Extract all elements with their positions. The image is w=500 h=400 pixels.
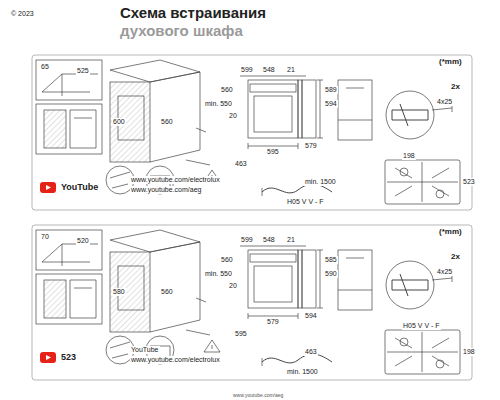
dimension-label: min. 550 (204, 100, 233, 108)
dimension-label: (*mm) (438, 228, 463, 236)
dimension-label: 595 (266, 148, 280, 156)
dimension-label: 548 (262, 236, 276, 244)
dimension-label: min. 1500 (286, 368, 319, 376)
dimension-label: 198 (402, 152, 416, 160)
dimension-label: 20 (228, 112, 238, 120)
dimension-label: 4x25 (436, 268, 453, 276)
dimension-label: 4x25 (436, 98, 453, 106)
dimension-label: 600 (112, 118, 126, 126)
dimension-label: (*mm) (438, 58, 463, 66)
dimension-label: www.youtube.com/aeg (130, 186, 202, 194)
dimension-label: 599 (240, 236, 254, 244)
dimension-label: 560 (220, 256, 234, 264)
dimension-label: 579 (266, 318, 280, 326)
dimension-label: 560 (160, 288, 174, 296)
dimension-label: 70 (40, 233, 50, 241)
dimension-label: 590 (324, 270, 338, 278)
dimension-label: 20 (228, 282, 238, 290)
dimension-label: 21 (286, 66, 296, 74)
dimension-label: 65 (40, 63, 50, 71)
dimension-label: 560 (160, 118, 174, 126)
copyright-note: www.youtube.com/aeg (232, 391, 284, 399)
dimension-label: 525 (76, 67, 90, 75)
dimension-label: 520 (76, 237, 90, 245)
dimension-label: 2x (450, 253, 461, 261)
dimension-label: min. 550 (204, 270, 233, 278)
dimension-label: 580 (112, 288, 126, 296)
dimension-label: H05 V V - F (402, 322, 441, 330)
dimension-label: 594 (304, 312, 318, 320)
logo-text: 523 (60, 352, 77, 362)
dimension-label: 463 (304, 348, 318, 356)
dimension-label: min. 1500 (304, 178, 337, 186)
dimension-label: 21 (286, 236, 296, 244)
dimension-label: YouTube (130, 346, 160, 354)
logo-text: YouTube (60, 182, 99, 192)
dimension-label: 589 (324, 86, 338, 94)
dimension-label: 463 (234, 160, 248, 168)
dimension-label: www.youtube.com/electrolux (130, 176, 221, 184)
dimension-label: 2x (450, 83, 461, 91)
dimension-label: 198 (462, 348, 476, 356)
dimension-label: H05 V V - F (286, 198, 325, 206)
dimension-label: 599 (240, 66, 254, 74)
dimension-label: 560 (220, 86, 234, 94)
title: Схема встраивания духового шкафа (120, 4, 295, 40)
dimension-label: 523 (462, 178, 476, 186)
dimension-label: 579 (304, 142, 318, 150)
dimension-label: © 2023 (10, 10, 35, 18)
dimension-label: www.youtube.com/electrolux (130, 356, 221, 364)
dimension-label: 595 (234, 330, 248, 338)
dimension-label: 585 (324, 256, 338, 264)
dimension-label: 594 (324, 100, 338, 108)
dimension-label: 548 (262, 66, 276, 74)
